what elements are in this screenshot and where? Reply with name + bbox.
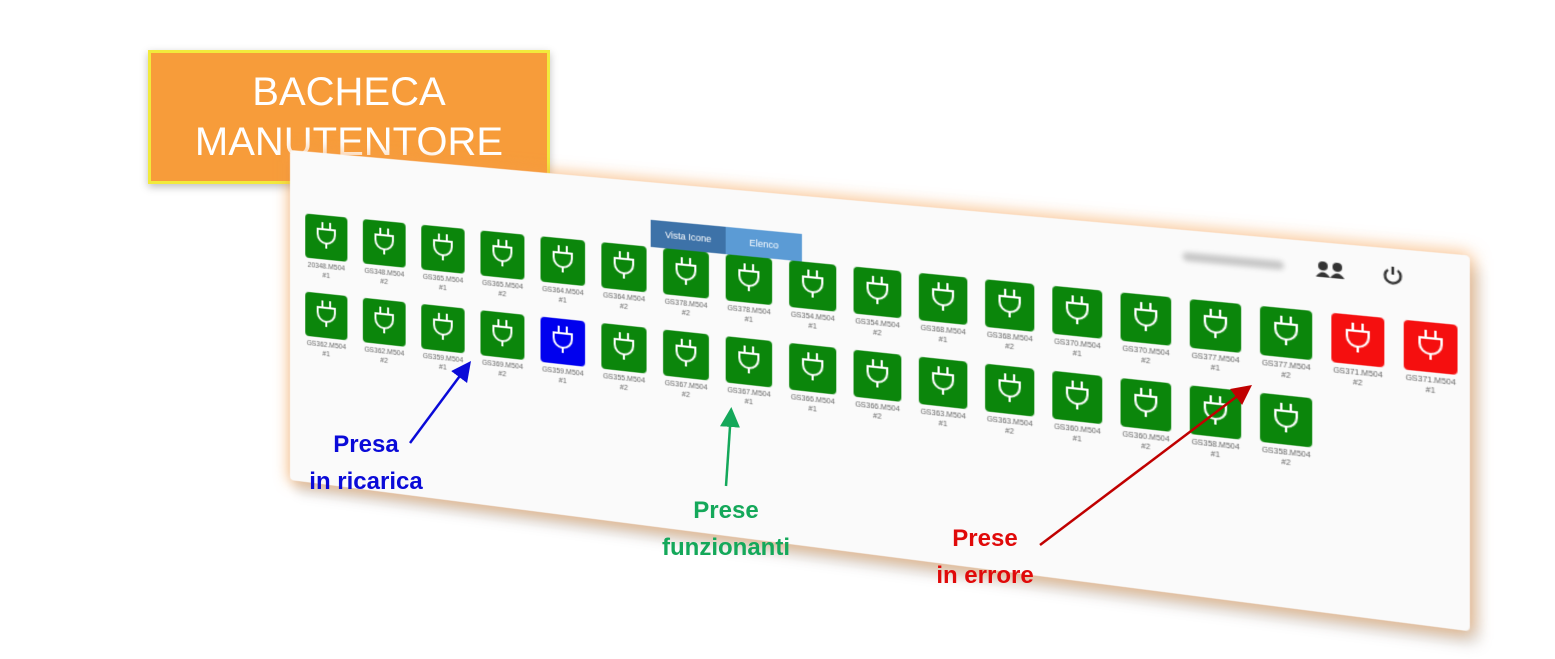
charging-annotation: Presa in ricarica xyxy=(309,431,423,495)
charging-arrow xyxy=(408,360,471,444)
error-arrow xyxy=(1039,384,1252,546)
working-annotation: Prese funzionanti xyxy=(662,497,790,561)
error-annotation: Prese in errore xyxy=(936,525,1034,589)
working-arrow xyxy=(720,407,740,487)
banner-line-1: BACHECA xyxy=(252,70,446,114)
